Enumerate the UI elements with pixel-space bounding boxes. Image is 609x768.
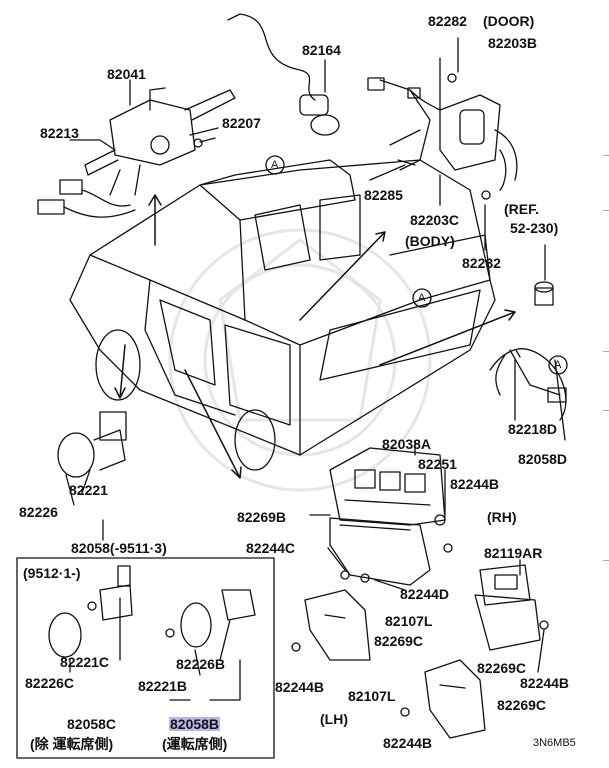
vehicle-body [69,159,496,471]
label-82269C-2: 82269C [477,660,527,676]
label-82244C: 82244C [246,540,296,556]
group-box-9512 [16,557,275,759]
door-harness-82203B [367,77,518,191]
label-82203C: 82203C [410,212,460,228]
bezel-82269B [329,517,431,586]
harness-82164 [227,13,340,136]
note-left: (除 運転席側) [30,736,114,752]
callout-a-3 [548,355,568,375]
callout-a-text-2: A [418,292,426,304]
screw-82282-body [481,190,491,200]
label-82058C: 82058C [67,716,117,732]
label-ref: (REF. [504,201,539,217]
bracket-82107L-2 [424,659,486,739]
screw-82282-door [447,73,457,83]
label-82244B-4: 82244B [383,735,433,751]
door-switch-82221C [48,565,133,658]
label-82213: 82213 [40,125,79,141]
door-switch-82221 [57,411,127,478]
label-lh: (LH) [320,711,348,727]
label-82221B: 82221B [138,678,188,694]
label-door: (DOOR) [483,13,535,29]
column-switch-82041 [84,87,236,196]
edge-tick [603,410,609,411]
bracket-82107L-1 [304,589,371,661]
leader-lines [65,37,566,701]
note-right: (運転席側) [162,736,228,752]
edge-tick [603,155,609,156]
screws [291,514,549,717]
label-82244D: 82244D [400,586,450,602]
label-82041: 82041 [107,66,146,82]
callout-a-text-1: A [271,159,279,171]
label-ref-2: 52-230) [510,220,559,236]
door-switch-82226B [165,589,256,648]
label-82282-door: 82282 [428,13,467,29]
label-range-new: (9512·1-) [23,565,81,581]
screw-82207 [193,137,216,148]
callout-a-1 [265,155,285,175]
label-82058D: 82058D [518,451,568,467]
callout-a-text-3: A [554,359,562,371]
label-82119AR: 82119AR [484,545,543,561]
label-82269B: 82269B [237,509,287,525]
label-body: (BODY) [405,233,455,249]
edge-tick [603,560,609,561]
detail-a-switch [489,348,567,421]
ref-bulb [534,281,554,306]
edge-tick [603,210,609,211]
label-82221C: 82221C [60,654,110,670]
label-82164: 82164 [302,42,341,58]
label-82285: 82285 [364,187,403,203]
label-82226: 82226 [19,504,58,520]
label-rh: (RH) [487,509,517,525]
label-82251: 82251 [418,456,457,472]
label-82244B-3: 82244B [520,675,570,691]
label-82269C-1: 82269C [374,633,424,649]
label-82244B-1: 82244B [450,476,500,492]
label-82226C: 82226C [25,675,75,691]
label-82038A: 82038A [382,436,432,452]
label-82244B-2: 82244B [275,679,325,695]
label-82269C-3: 82269C [497,697,547,713]
edge-tick [603,351,609,352]
switch-82119AR [474,564,541,651]
label-82058B: 82058B [169,716,221,732]
callout-a-2 [412,288,432,308]
label-82226B: 82226B [176,656,226,672]
diagram-code: 3N6MB5 [533,737,576,749]
label-82221: 82221 [69,482,108,498]
label-82207: 82207 [222,115,261,131]
label-82107L-2: 82107L [348,688,396,704]
label-82107L-1: 82107L [385,613,433,629]
label-82203B: 82203B [488,35,538,51]
arrows [114,194,516,479]
label-82058-range: 82058(-9511·3) [71,540,167,556]
label-82282-body: 82282 [462,255,501,271]
connector-82213 [37,179,136,218]
label-82218D: 82218D [508,421,558,437]
